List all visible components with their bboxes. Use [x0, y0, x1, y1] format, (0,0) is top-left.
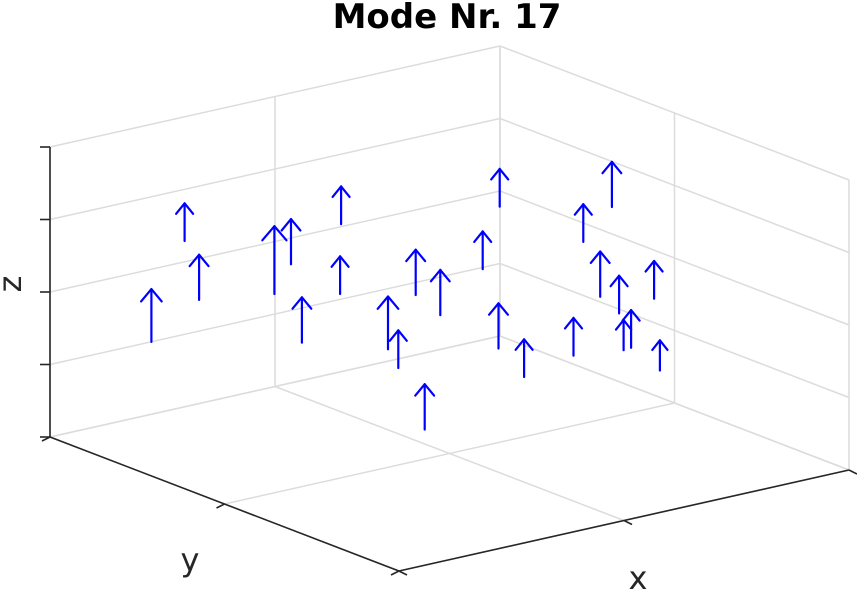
arrow-10 — [388, 329, 408, 370]
arrow-11 — [490, 167, 510, 208]
arrow-head — [388, 329, 408, 342]
x-tick-1 — [623, 519, 633, 526]
y-axis-label: y — [181, 541, 200, 579]
y-tick-2 — [390, 570, 400, 576]
arrow-16 — [514, 338, 534, 379]
arrow-4 — [280, 218, 302, 266]
x-tick-0 — [398, 570, 408, 576]
arrow-6 — [376, 295, 400, 351]
arrow-25 — [651, 339, 669, 372]
arrow-head — [488, 302, 509, 316]
arrow-head — [651, 339, 669, 351]
arrow-head — [330, 255, 350, 268]
arrow-head — [573, 203, 593, 216]
arrow-13 — [429, 268, 451, 317]
arrow-head — [331, 185, 351, 198]
arrow-18 — [589, 250, 611, 298]
arrow-head — [291, 296, 313, 310]
x-axis-label: x — [629, 559, 648, 590]
arrow-15 — [414, 383, 436, 431]
arrow-head — [175, 202, 195, 215]
arrow-head — [490, 167, 510, 181]
arrow-head — [601, 160, 623, 175]
arrow-0 — [175, 202, 195, 243]
arrow-19 — [614, 318, 633, 352]
arrow-14 — [488, 302, 509, 350]
arrow-7 — [405, 248, 427, 297]
arrow-head — [589, 250, 611, 264]
arrow-head — [405, 248, 427, 263]
arrow-5 — [331, 185, 351, 226]
arrow-head — [473, 230, 493, 243]
arrow-head — [609, 274, 629, 288]
arrow-24 — [621, 309, 641, 349]
arrow-21 — [601, 160, 623, 209]
arrow-head — [514, 338, 534, 351]
arrow-head — [280, 218, 302, 232]
arrow-head — [376, 295, 400, 310]
arrow-head — [563, 316, 584, 330]
grid-line-floor-v1 — [224, 402, 675, 505]
arrow-head — [621, 309, 641, 322]
axes — [40, 146, 857, 576]
arrow-head — [188, 253, 210, 268]
arrow-head — [140, 288, 163, 303]
y-tick-1 — [216, 503, 225, 509]
arrow-22 — [573, 203, 593, 243]
arrow-head — [644, 259, 664, 273]
arrow-head — [429, 268, 451, 283]
arrow-3 — [140, 288, 163, 343]
chart-title: Mode Nr. 17 — [333, 0, 562, 37]
arrow-head — [261, 225, 288, 242]
y-tick-0 — [41, 436, 51, 442]
arrow-20 — [644, 259, 664, 300]
arrow-head — [414, 383, 436, 397]
grid-line-floor-v0 — [49, 335, 501, 438]
z-axis-label: z — [0, 276, 29, 293]
arrow-1 — [261, 225, 288, 296]
arrow-2 — [188, 253, 210, 301]
arrow-12 — [473, 230, 493, 271]
arrow-23 — [609, 274, 629, 315]
arrow-9 — [291, 296, 313, 344]
x-tick-2 — [848, 469, 857, 475]
arrow-17 — [563, 316, 584, 357]
arrow-field — [140, 160, 669, 431]
grid-lines — [49, 45, 850, 572]
arrow-8 — [330, 255, 350, 296]
